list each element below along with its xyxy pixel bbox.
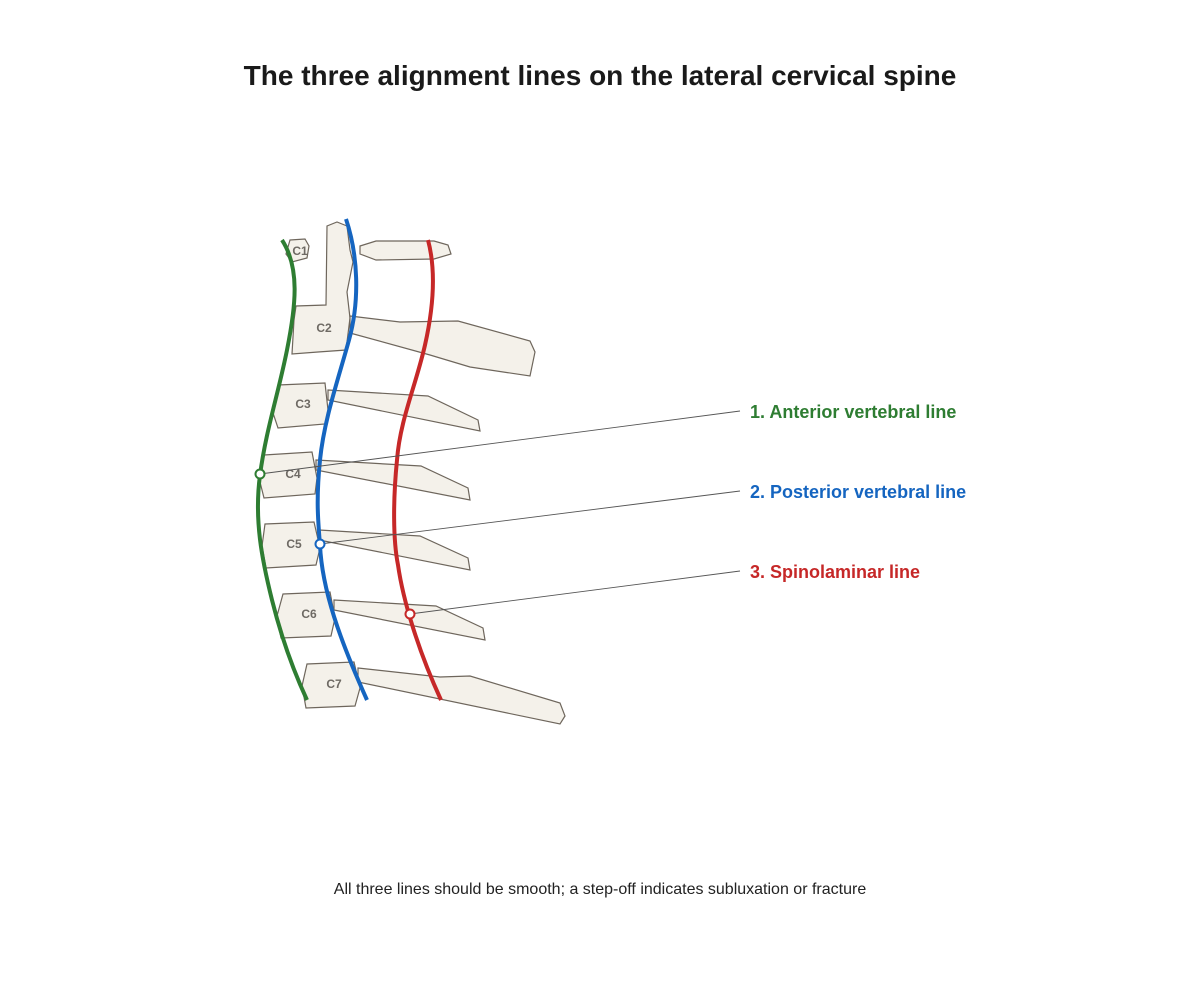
- leader-spinolaminar: [409, 570, 741, 615]
- vertebra-c2: C2: [291, 221, 536, 377]
- vertebra-label-c3: C3: [295, 397, 311, 411]
- vertebrae-group: C1 C2 C3 C4 C5 C6: [258, 221, 566, 725]
- marker-posterior: [314, 538, 326, 550]
- posterior-vertebral-line: [315, 218, 369, 701]
- vertebra-label-c6: C6: [301, 607, 317, 621]
- callout-labels: 1. Anterior vertebral line 2. Posterior …: [750, 402, 966, 582]
- vertebra-label-c2: C2: [316, 321, 332, 335]
- vertebra-c1: C1: [285, 238, 452, 263]
- c7-spinous-process: [357, 667, 566, 725]
- callout-leaders: [254, 410, 741, 620]
- c1-posterior-arch: [359, 240, 452, 261]
- label-spinolaminar-line: 3. Spinolaminar line: [750, 562, 920, 582]
- label-posterior-vertebral-line: 2. Posterior vertebral line: [750, 482, 966, 502]
- label-anterior-vertebral-line: 1. Anterior vertebral line: [750, 402, 956, 422]
- vertebra-c7: C7: [301, 661, 566, 725]
- vertebra-label-c1: C1: [292, 244, 308, 258]
- marker-anterior: [254, 468, 266, 480]
- marker-spinolaminar: [404, 608, 416, 620]
- vertebra-label-c7: C7: [326, 677, 342, 691]
- c2-spinous-process: [349, 315, 536, 377]
- vertebra-c4: C4: [258, 451, 471, 501]
- leader-anterior: [259, 410, 741, 475]
- vertebra-c6: C6: [276, 591, 486, 641]
- diagram-caption: All three lines should be smooth; a step…: [333, 881, 867, 898]
- leader-posterior: [319, 490, 741, 545]
- spinolaminar-line: [392, 239, 443, 701]
- diagram-title: The three alignment lines on the lateral…: [243, 60, 957, 91]
- c4-spinous-process: [315, 459, 471, 501]
- vertebra-c3: C3: [271, 382, 481, 432]
- c2-dens-and-body: [291, 221, 354, 355]
- vertebra-label-c5: C5: [286, 537, 302, 551]
